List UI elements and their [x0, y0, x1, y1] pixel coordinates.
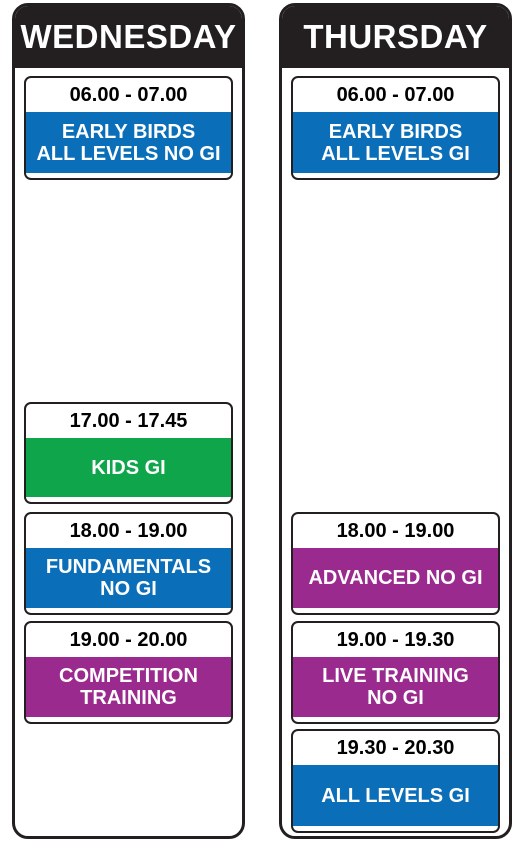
class-card-wed-fundamentals[interactable]: 18.00 - 19.00 FUNDAMENTALS NO GI — [24, 512, 233, 615]
class-name: LIVE TRAINING NO GI — [293, 657, 498, 717]
class-time: 06.00 - 07.00 — [336, 84, 455, 106]
class-card-wed-early-birds[interactable]: 06.00 - 07.00 EARLY BIRDS ALL LEVELS NO … — [24, 76, 233, 180]
class-time: 17.00 - 17.45 — [69, 410, 188, 432]
thursday-header: THURSDAY — [282, 6, 509, 68]
class-card-wed-kids-gi[interactable]: 17.00 - 17.45 KIDS GI — [24, 402, 233, 504]
class-time: 18.00 - 19.00 — [336, 520, 455, 542]
class-name: EARLY BIRDS ALL LEVELS GI — [293, 112, 498, 173]
class-name: COMPETITION TRAINING — [26, 657, 231, 717]
class-card-thu-live-training[interactable]: 19.00 - 19.30 LIVE TRAINING NO GI — [291, 621, 500, 724]
class-name: ADVANCED NO GI — [293, 548, 498, 608]
class-name: KIDS GI — [26, 438, 231, 497]
class-time: 06.00 - 07.00 — [69, 84, 188, 106]
class-time: 18.00 - 19.00 — [69, 520, 188, 542]
class-card-thu-advanced-no-gi[interactable]: 18.00 - 19.00 ADVANCED NO GI — [291, 512, 500, 615]
thursday-column: THURSDAY 06.00 - 07.00 EARLY BIRDS ALL L… — [279, 3, 512, 839]
wednesday-header: WEDNESDAY — [15, 6, 242, 68]
class-name: FUNDAMENTALS NO GI — [26, 548, 231, 608]
class-time: 19.30 - 20.30 — [336, 737, 455, 759]
class-name: EARLY BIRDS ALL LEVELS NO GI — [26, 112, 231, 173]
class-name: ALL LEVELS GI — [293, 765, 498, 826]
class-card-thu-all-levels-gi[interactable]: 19.30 - 20.30 ALL LEVELS GI — [291, 729, 500, 833]
class-time: 19.00 - 20.00 — [69, 629, 188, 651]
class-card-wed-competition-training[interactable]: 19.00 - 20.00 COMPETITION TRAINING — [24, 621, 233, 724]
wednesday-column: WEDNESDAY 06.00 - 07.00 EARLY BIRDS ALL … — [12, 3, 245, 839]
class-card-thu-early-birds[interactable]: 06.00 - 07.00 EARLY BIRDS ALL LEVELS GI — [291, 76, 500, 180]
class-time: 19.00 - 19.30 — [336, 629, 455, 651]
